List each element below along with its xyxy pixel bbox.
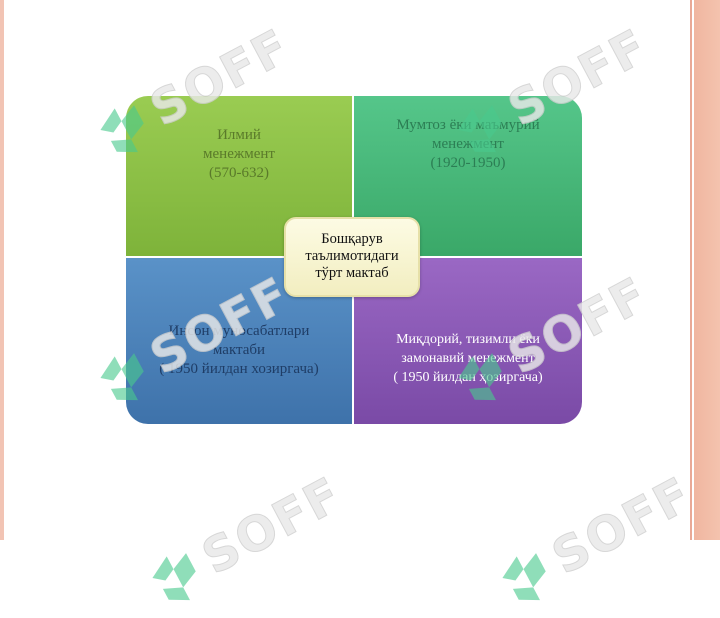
right-decorative-border — [690, 0, 720, 540]
watermark-text: SOFF — [193, 466, 352, 586]
quadrant-3-line-2: мактаби — [212, 342, 266, 358]
soff-logo-icon — [502, 553, 546, 601]
quadrant-2-line-3: (1920-1950) — [430, 155, 506, 171]
quadrant-3-line-1: Инсон муносабатлари — [168, 323, 310, 339]
quadrant-2-line-2: менежмент — [432, 136, 504, 152]
quadrant-2-line-1: Мумтоз ёки маъмурий — [396, 117, 540, 133]
center-line-1: Бошқарув — [321, 231, 383, 247]
soff-logo-icon — [152, 553, 196, 601]
watermark: SOFF — [135, 464, 352, 618]
watermark-text: SOFF — [543, 466, 702, 586]
quadrant-scientific-management: Илмий менежмент (570-632) — [126, 96, 354, 258]
left-decorative-border — [0, 0, 4, 540]
center-title-box: Бошқарув таълимотидаги тўрт мактаб — [284, 217, 420, 297]
quadrant-4-line-1: Миқдорий, тизимли ёки — [396, 332, 540, 347]
quadrant-4-line-2: замонавий менежмент — [401, 351, 535, 366]
center-line-3: тўрт мактаб — [315, 265, 389, 281]
quadrant-1-line-2: менежмент — [203, 146, 275, 162]
quadrant-1-line-3: (570-632) — [209, 165, 269, 181]
quadrant-1-line-1: Илмий — [217, 127, 261, 143]
center-line-2: таълимотидаги — [305, 248, 399, 264]
watermark: SOFF — [485, 464, 702, 618]
quadrant-human-relations-school: Инсон муносабатлари мактаби ( 1950 йилда… — [126, 258, 354, 424]
quadrant-4-line-3: ( 1950 йилдан ҳозиргача) — [393, 370, 543, 385]
quadrant-3-line-3: ( 1950 йилдан хозиргача) — [159, 361, 319, 377]
